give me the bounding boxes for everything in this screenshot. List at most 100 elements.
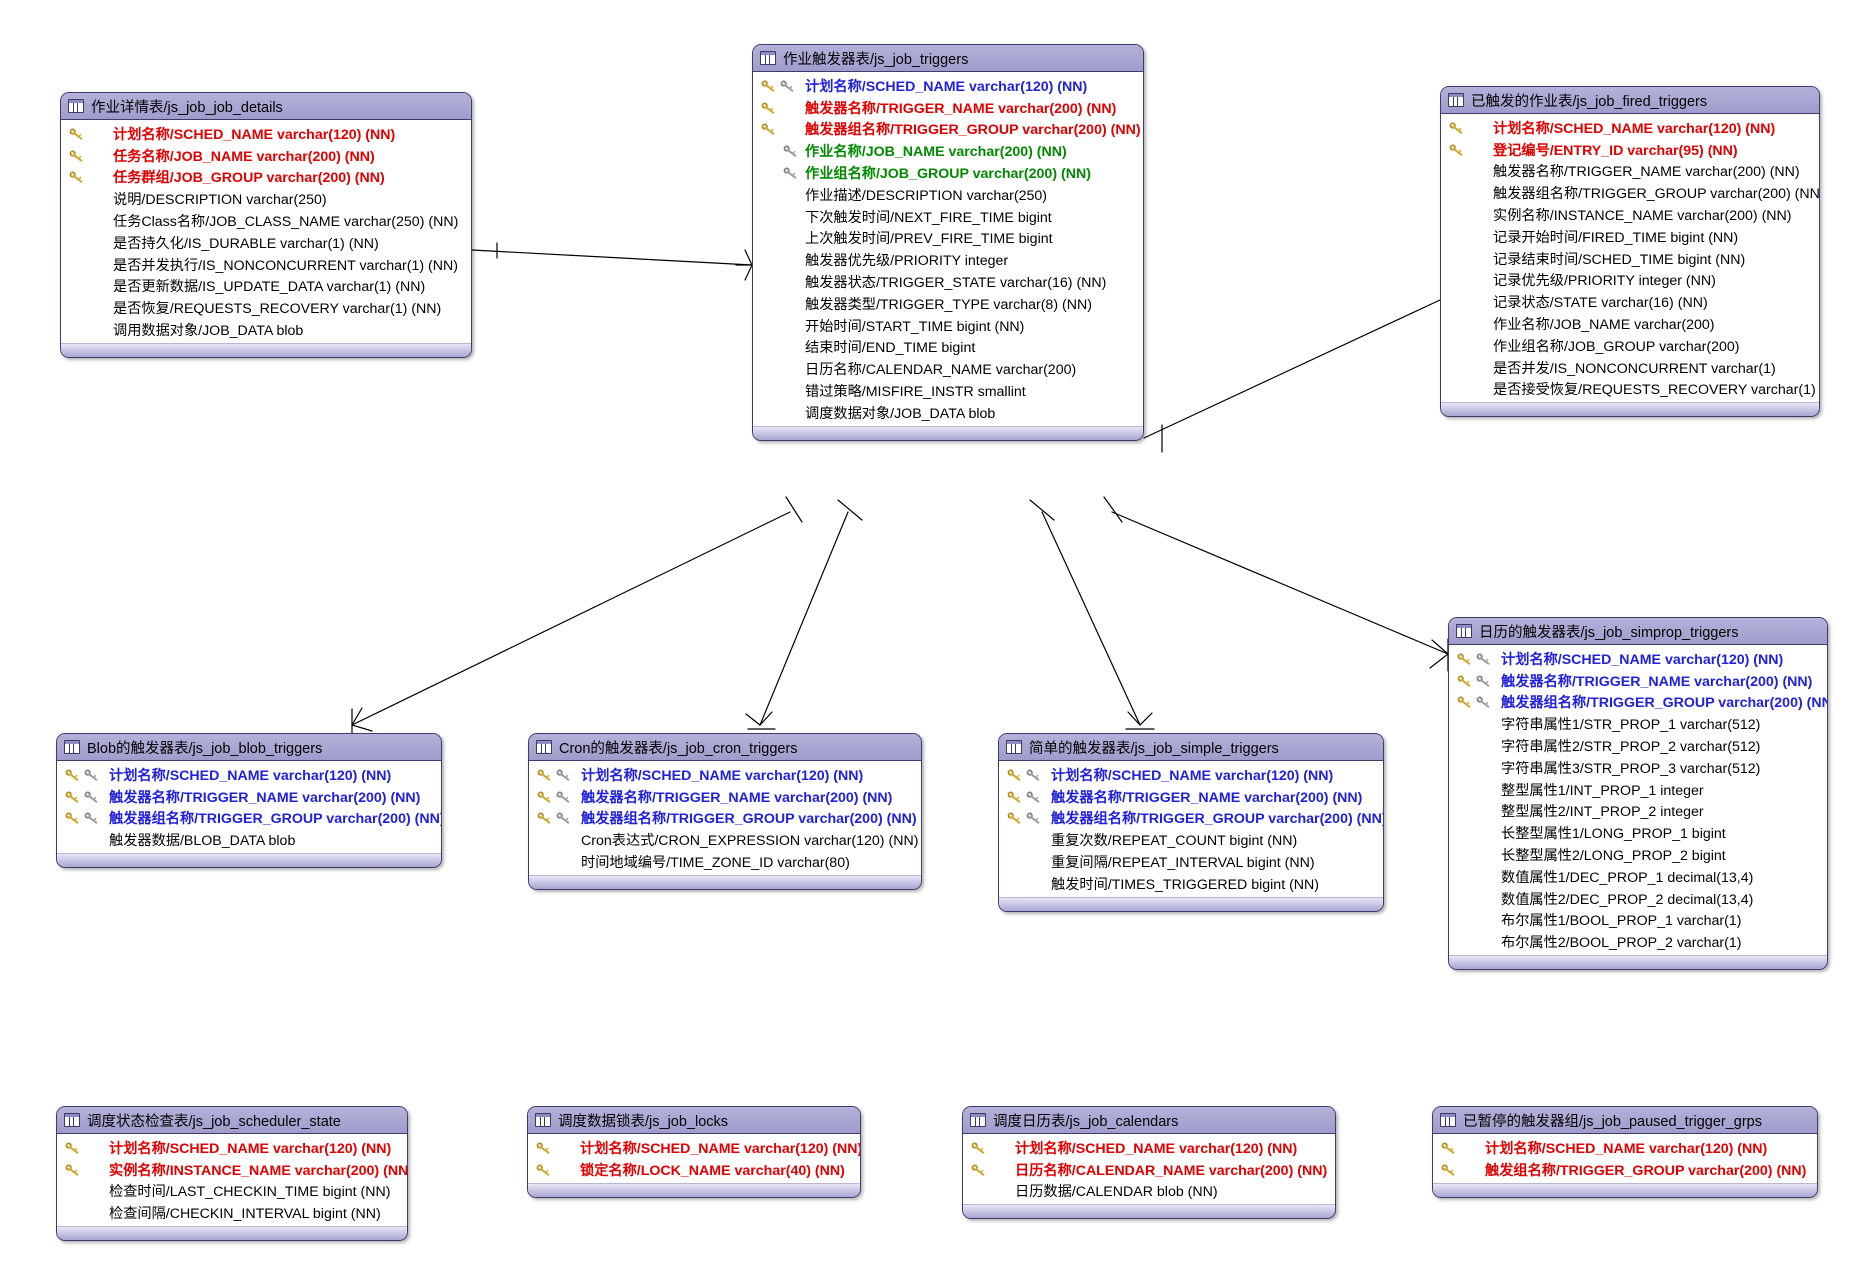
column-row-job_triggers-10[interactable]: 触发器类型/TRIGGER_TYPE varchar(8) (NN) <box>753 293 1143 315</box>
column-row-job_job_details-4[interactable]: 任务Class名称/JOB_CLASS_NAME varchar(250) (N… <box>61 210 471 232</box>
column-row-job_simprop_triggers-10[interactable]: 数值属性1/DEC_PROP_1 decimal(13,4) <box>1449 866 1827 888</box>
column-row-job_simple_triggers-0[interactable]: 计划名称/SCHED_NAME varchar(120) (NN) <box>999 764 1383 786</box>
column-row-job_cron_triggers-3[interactable]: Cron表达式/CRON_EXPRESSION varchar(120) (NN… <box>529 829 921 851</box>
table-header-job_fired_triggers[interactable]: 已触发的作业表/js_job_fired_triggers <box>1441 87 1819 114</box>
entity-table-job_locks[interactable]: 调度数据锁表/js_job_locks 计划名称/SCHED_NAME varc… <box>527 1106 861 1198</box>
column-row-job_fired_triggers-11[interactable]: 是否并发/IS_NONCONCURRENT varchar(1) <box>1441 357 1819 379</box>
column-row-job_triggers-2[interactable]: 触发器组名称/TRIGGER_GROUP varchar(200) (NN) <box>753 119 1143 141</box>
column-row-job_scheduler_state-2[interactable]: 检查时间/LAST_CHECKIN_TIME bigint (NN) <box>57 1181 407 1203</box>
entity-table-job_paused_trigger_grps[interactable]: 已暂停的触发器组/js_job_paused_trigger_grps 计划名称… <box>1432 1106 1818 1198</box>
column-row-job_triggers-14[interactable]: 错过策略/MISFIRE_INSTR smallint <box>753 380 1143 402</box>
column-row-job_job_details-3[interactable]: 说明/DESCRIPTION varchar(250) <box>61 188 471 210</box>
column-row-job_job_details-8[interactable]: 是否恢复/REQUESTS_RECOVERY varchar(1) (NN) <box>61 297 471 319</box>
column-row-job_simple_triggers-2[interactable]: 触发器组名称/TRIGGER_GROUP varchar(200) (NN) <box>999 808 1383 830</box>
column-row-job_triggers-3[interactable]: 作业名称/JOB_NAME varchar(200) (NN) <box>753 140 1143 162</box>
column-row-job_simprop_triggers-3[interactable]: 字符串属性1/STR_PROP_1 varchar(512) <box>1449 713 1827 735</box>
column-row-job_triggers-9[interactable]: 触发器状态/TRIGGER_STATE varchar(16) (NN) <box>753 271 1143 293</box>
column-row-job_simprop_triggers-0[interactable]: 计划名称/SCHED_NAME varchar(120) (NN) <box>1449 648 1827 670</box>
entity-table-job_simprop_triggers[interactable]: 日历的触发器表/js_job_simprop_triggers 计划名称/SCH… <box>1448 617 1828 971</box>
column-row-job_simprop_triggers-4[interactable]: 字符串属性2/STR_PROP_2 varchar(512) <box>1449 735 1827 757</box>
entity-table-job_scheduler_state[interactable]: 调度状态检查表/js_job_scheduler_state 计划名称/SCHE… <box>56 1106 408 1242</box>
column-row-job_cron_triggers-1[interactable]: 触发器名称/TRIGGER_NAME varchar(200) (NN) <box>529 786 921 808</box>
column-row-job_blob_triggers-3[interactable]: 触发器数据/BLOB_DATA blob <box>57 829 441 851</box>
column-row-job_triggers-8[interactable]: 触发器优先级/PRIORITY integer <box>753 249 1143 271</box>
entity-table-job_triggers[interactable]: 作业触发器表/js_job_triggers 计划名称/SCHED_NAME v… <box>752 44 1144 441</box>
column-row-job_calendars-2[interactable]: 日历数据/CALENDAR blob (NN) <box>963 1181 1335 1203</box>
entity-table-job_blob_triggers[interactable]: Blob的触发器表/js_job_blob_triggers 计划名称/SCHE… <box>56 733 442 869</box>
column-row-job_simprop_triggers-7[interactable]: 整型属性2/INT_PROP_2 integer <box>1449 801 1827 823</box>
entity-table-job_cron_triggers[interactable]: Cron的触发器表/js_job_cron_triggers 计划名称/SCHE… <box>528 733 922 890</box>
column-row-job_fired_triggers-6[interactable]: 记录结束时间/SCHED_TIME bigint (NN) <box>1441 248 1819 270</box>
entity-table-job_job_details[interactable]: 作业详情表/js_job_job_details 计划名称/SCHED_NAME… <box>60 92 472 358</box>
column-row-job_blob_triggers-2[interactable]: 触发器组名称/TRIGGER_GROUP varchar(200) (NN) <box>57 808 441 830</box>
column-row-job_job_details-0[interactable]: 计划名称/SCHED_NAME varchar(120) (NN) <box>61 123 471 145</box>
column-row-job_blob_triggers-0[interactable]: 计划名称/SCHED_NAME varchar(120) (NN) <box>57 764 441 786</box>
table-header-job_blob_triggers[interactable]: Blob的触发器表/js_job_blob_triggers <box>57 734 441 761</box>
column-row-job_simprop_triggers-12[interactable]: 布尔属性1/BOOL_PROP_1 varchar(1) <box>1449 910 1827 932</box>
column-row-job_simprop_triggers-5[interactable]: 字符串属性3/STR_PROP_3 varchar(512) <box>1449 757 1827 779</box>
column-row-job_job_details-9[interactable]: 调用数据对象/JOB_DATA blob <box>61 319 471 341</box>
column-row-job_job_details-6[interactable]: 是否并发执行/IS_NONCONCURRENT varchar(1) (NN) <box>61 254 471 276</box>
column-row-job_cron_triggers-4[interactable]: 时间地域编号/TIME_ZONE_ID varchar(80) <box>529 851 921 873</box>
column-row-job_fired_triggers-3[interactable]: 触发器组名称/TRIGGER_GROUP varchar(200) (NN) <box>1441 182 1819 204</box>
table-header-job_scheduler_state[interactable]: 调度状态检查表/js_job_scheduler_state <box>57 1107 407 1134</box>
column-row-job_triggers-7[interactable]: 上次触发时间/PREV_FIRE_TIME bigint <box>753 228 1143 250</box>
column-row-job_triggers-11[interactable]: 开始时间/START_TIME bigint (NN) <box>753 315 1143 337</box>
column-row-job_blob_triggers-1[interactable]: 触发器名称/TRIGGER_NAME varchar(200) (NN) <box>57 786 441 808</box>
column-row-job_job_details-7[interactable]: 是否更新数据/IS_UPDATE_DATA varchar(1) (NN) <box>61 276 471 298</box>
column-row-job_scheduler_state-1[interactable]: 实例名称/INSTANCE_NAME varchar(200) (NN) <box>57 1159 407 1181</box>
column-row-job_simprop_triggers-1[interactable]: 触发器名称/TRIGGER_NAME varchar(200) (NN) <box>1449 670 1827 692</box>
column-row-job_cron_triggers-2[interactable]: 触发器组名称/TRIGGER_GROUP varchar(200) (NN) <box>529 808 921 830</box>
column-row-job_fired_triggers-4[interactable]: 实例名称/INSTANCE_NAME varchar(200) (NN) <box>1441 204 1819 226</box>
column-row-job_simple_triggers-5[interactable]: 触发时间/TIMES_TRIGGERED bigint (NN) <box>999 873 1383 895</box>
table-header-job_job_details[interactable]: 作业详情表/js_job_job_details <box>61 93 471 120</box>
column-row-job_scheduler_state-3[interactable]: 检查间隔/CHECKIN_INTERVAL bigint (NN) <box>57 1202 407 1224</box>
column-row-job_simprop_triggers-2[interactable]: 触发器组名称/TRIGGER_GROUP varchar(200) (NN) <box>1449 692 1827 714</box>
column-row-job_fired_triggers-5[interactable]: 记录开始时间/FIRED_TIME bigint (NN) <box>1441 226 1819 248</box>
column-row-job_calendars-0[interactable]: 计划名称/SCHED_NAME varchar(120) (NN) <box>963 1137 1335 1159</box>
column-row-job_simple_triggers-3[interactable]: 重复次数/REPEAT_COUNT bigint (NN) <box>999 829 1383 851</box>
column-row-job_triggers-13[interactable]: 日历名称/CALENDAR_NAME varchar(200) <box>753 358 1143 380</box>
column-row-job_job_details-1[interactable]: 任务名称/JOB_NAME varchar(200) (NN) <box>61 145 471 167</box>
column-row-job_simprop_triggers-6[interactable]: 整型属性1/INT_PROP_1 integer <box>1449 779 1827 801</box>
entity-table-job_fired_triggers[interactable]: 已触发的作业表/js_job_fired_triggers 计划名称/SCHED… <box>1440 86 1820 418</box>
column-row-job_triggers-12[interactable]: 结束时间/END_TIME bigint <box>753 337 1143 359</box>
column-row-job_fired_triggers-7[interactable]: 记录优先级/PRIORITY integer (NN) <box>1441 270 1819 292</box>
column-row-job_fired_triggers-0[interactable]: 计划名称/SCHED_NAME varchar(120) (NN) <box>1441 117 1819 139</box>
column-row-job_triggers-4[interactable]: 作业组名称/JOB_GROUP varchar(200) (NN) <box>753 162 1143 184</box>
column-row-job_fired_triggers-1[interactable]: 登记编号/ENTRY_ID varchar(95) (NN) <box>1441 139 1819 161</box>
column-row-job_triggers-0[interactable]: 计划名称/SCHED_NAME varchar(120) (NN) <box>753 75 1143 97</box>
table-header-job_paused_trigger_grps[interactable]: 已暂停的触发器组/js_job_paused_trigger_grps <box>1433 1107 1817 1134</box>
column-row-job_fired_triggers-12[interactable]: 是否接受恢复/REQUESTS_RECOVERY varchar(1) <box>1441 379 1819 401</box>
column-row-job_triggers-1[interactable]: 触发器名称/TRIGGER_NAME varchar(200) (NN) <box>753 97 1143 119</box>
column-row-job_simprop_triggers-13[interactable]: 布尔属性2/BOOL_PROP_2 varchar(1) <box>1449 931 1827 953</box>
column-row-job_job_details-2[interactable]: 任务群组/JOB_GROUP varchar(200) (NN) <box>61 167 471 189</box>
column-row-job_calendars-1[interactable]: 日历名称/CALENDAR_NAME varchar(200) (NN) <box>963 1159 1335 1181</box>
column-row-job_cron_triggers-0[interactable]: 计划名称/SCHED_NAME varchar(120) (NN) <box>529 764 921 786</box>
column-row-job_fired_triggers-2[interactable]: 触发器名称/TRIGGER_NAME varchar(200) (NN) <box>1441 161 1819 183</box>
column-row-job_simprop_triggers-11[interactable]: 数值属性2/DEC_PROP_2 decimal(13,4) <box>1449 888 1827 910</box>
column-row-job_simprop_triggers-8[interactable]: 长整型属性1/LONG_PROP_1 bigint <box>1449 822 1827 844</box>
table-header-job_triggers[interactable]: 作业触发器表/js_job_triggers <box>753 45 1143 72</box>
column-row-job_fired_triggers-8[interactable]: 记录状态/STATE varchar(16) (NN) <box>1441 291 1819 313</box>
table-header-job_cron_triggers[interactable]: Cron的触发器表/js_job_cron_triggers <box>529 734 921 761</box>
entity-table-job_simple_triggers[interactable]: 简单的触发器表/js_job_simple_triggers 计划名称/SCHE… <box>998 733 1384 912</box>
table-header-job_simple_triggers[interactable]: 简单的触发器表/js_job_simple_triggers <box>999 734 1383 761</box>
column-row-job_paused_trigger_grps-0[interactable]: 计划名称/SCHED_NAME varchar(120) (NN) <box>1433 1137 1817 1159</box>
column-row-job_triggers-15[interactable]: 调度数据对象/JOB_DATA blob <box>753 402 1143 424</box>
column-row-job_fired_triggers-10[interactable]: 作业组名称/JOB_GROUP varchar(200) <box>1441 335 1819 357</box>
column-row-job_simple_triggers-4[interactable]: 重复间隔/REPEAT_INTERVAL bigint (NN) <box>999 851 1383 873</box>
column-row-job_job_details-5[interactable]: 是否持久化/IS_DURABLE varchar(1) (NN) <box>61 232 471 254</box>
column-row-job_scheduler_state-0[interactable]: 计划名称/SCHED_NAME varchar(120) (NN) <box>57 1137 407 1159</box>
column-row-job_simple_triggers-1[interactable]: 触发器名称/TRIGGER_NAME varchar(200) (NN) <box>999 786 1383 808</box>
column-row-job_paused_trigger_grps-1[interactable]: 触发组名称/TRIGGER_GROUP varchar(200) (NN) <box>1433 1159 1817 1181</box>
column-row-job_simprop_triggers-9[interactable]: 长整型属性2/LONG_PROP_2 bigint <box>1449 844 1827 866</box>
entity-table-job_calendars[interactable]: 调度日历表/js_job_calendars 计划名称/SCHED_NAME v… <box>962 1106 1336 1220</box>
table-header-job_locks[interactable]: 调度数据锁表/js_job_locks <box>528 1107 860 1134</box>
table-header-job_calendars[interactable]: 调度日历表/js_job_calendars <box>963 1107 1335 1134</box>
column-row-job_fired_triggers-9[interactable]: 作业名称/JOB_NAME varchar(200) <box>1441 313 1819 335</box>
column-row-job_locks-0[interactable]: 计划名称/SCHED_NAME varchar(120) (NN) <box>528 1137 860 1159</box>
column-row-job_triggers-6[interactable]: 下次触发时间/NEXT_FIRE_TIME bigint <box>753 206 1143 228</box>
table-header-job_simprop_triggers[interactable]: 日历的触发器表/js_job_simprop_triggers <box>1449 618 1827 645</box>
column-row-job_locks-1[interactable]: 锁定名称/LOCK_NAME varchar(40) (NN) <box>528 1159 860 1181</box>
